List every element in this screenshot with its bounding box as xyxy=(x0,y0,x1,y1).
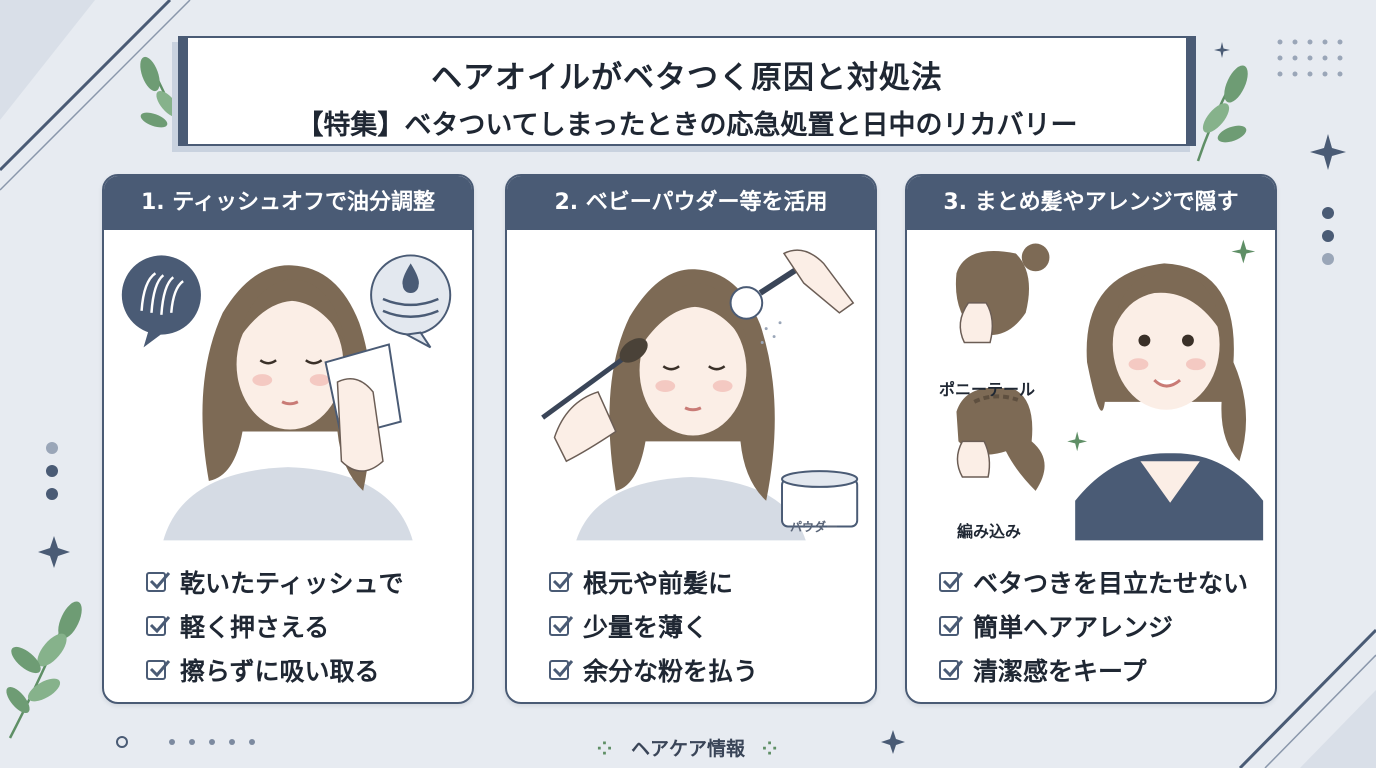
check-icon xyxy=(939,572,964,592)
card-tissue-off: 1. ティッシュオフで油分調整 乾いたティッシュ xyxy=(102,174,474,704)
illustration-hair-styles xyxy=(955,239,1264,541)
hair-strand-icon xyxy=(121,255,201,348)
check-item: 清潔感をキープ xyxy=(939,648,1248,692)
check-icon xyxy=(146,616,171,636)
illustration-tissue-blot xyxy=(121,254,452,541)
style-label-braid: 編み込み xyxy=(957,522,1022,541)
footer-label: ヘアケア情報 xyxy=(630,738,745,760)
powder-jar-label: パウダー xyxy=(790,520,839,534)
check-label: 擦らずに吸い取る xyxy=(180,657,380,686)
title-banner: ヘアオイルがベタつく原因と対処法 【特集】ベタついてしまったときの応急処置と日中… xyxy=(178,36,1196,146)
check-icon xyxy=(549,616,574,636)
banner-accent-left xyxy=(178,36,188,146)
check-label: 簡単ヘアアレンジ xyxy=(973,613,1174,642)
check-item: ベタつきを目立たせない xyxy=(939,560,1248,604)
leaf-icon xyxy=(1196,65,1248,162)
check-label: 乾いたティッシュで xyxy=(180,569,404,598)
check-list: 乾いたティッシュで 軽く押さえる 擦らずに吸い取る xyxy=(146,560,404,692)
check-label: 清潔感をキープ xyxy=(973,657,1147,686)
page-title: ヘアオイルがベタつく原因と対処法 xyxy=(431,60,943,96)
card-title: 2. ベビーパウダー等を活用 xyxy=(507,176,875,230)
check-label: 根元や前髪に xyxy=(583,569,734,598)
card-title: 3. まとめ髪やアレンジで隠す xyxy=(907,176,1275,230)
style-label-ponytail: ポニーテール xyxy=(939,380,1036,399)
check-icon xyxy=(939,616,964,636)
check-item: 根元や前髪に xyxy=(549,560,758,604)
banner-accent-right xyxy=(1186,36,1196,146)
check-item: 擦らずに吸い取る xyxy=(146,648,404,692)
check-item: 簡単ヘアアレンジ xyxy=(939,604,1248,648)
check-icon xyxy=(939,660,964,680)
page-subtitle: 【特集】ベタついてしまったときの応急処置と日中のリカバリー xyxy=(296,110,1078,141)
water-drop-icon xyxy=(370,254,452,349)
footer-dots-right: ⁘ xyxy=(761,738,780,760)
sparkle-icon xyxy=(38,536,70,568)
footer-dots-left: ⁘ xyxy=(596,738,615,760)
sparkle-icon xyxy=(1214,42,1230,58)
card-hair-arrange: 3. まとめ髪やアレンジで隠す ポニーテール 編み込み ベタつきを目立たせない xyxy=(905,174,1277,704)
leaf-icon xyxy=(6,601,82,739)
card-title: 1. ティッシュオフで油分調整 xyxy=(104,176,472,230)
check-icon xyxy=(146,572,171,592)
check-label: ベタつきを目立たせない xyxy=(973,569,1249,598)
check-list: 根元や前髪に 少量を薄く 余分な粉を払う xyxy=(549,560,758,692)
check-label: 軽く押さえる xyxy=(180,613,330,642)
check-item: 乾いたティッシュで xyxy=(146,560,404,604)
card-baby-powder: 2. ベビーパウダー等を活用 パウダー 根元や前髪に 少量を薄く xyxy=(505,174,877,704)
illustration-powder-brush xyxy=(541,249,859,541)
check-icon xyxy=(549,572,574,592)
check-label: 余分な粉を払う xyxy=(583,657,759,686)
check-icon xyxy=(146,660,171,680)
check-list: ベタつきを目立たせない 簡単ヘアアレンジ 清潔感をキープ xyxy=(939,560,1248,692)
check-item: 少量を薄く xyxy=(549,604,758,648)
footer: ⁘ ヘアケア情報 ⁘ xyxy=(0,734,1376,761)
check-item: 軽く押さえる xyxy=(146,604,404,648)
check-icon xyxy=(549,660,574,680)
check-label: 少量を薄く xyxy=(583,613,709,642)
sparkle-icon xyxy=(1310,134,1346,170)
check-item: 余分な粉を払う xyxy=(549,648,758,692)
